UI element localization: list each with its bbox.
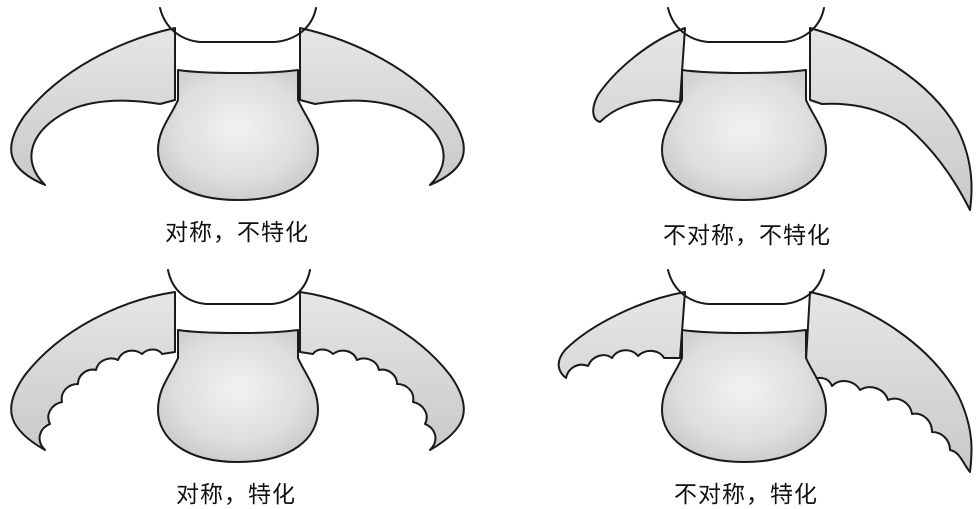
body xyxy=(662,70,826,200)
neck xyxy=(168,270,310,304)
neck xyxy=(160,8,316,42)
neck xyxy=(668,8,824,42)
neck xyxy=(668,270,824,304)
body xyxy=(158,330,318,462)
body xyxy=(158,70,318,200)
caption-top-right: 不对称，不特化 xyxy=(663,216,831,250)
panel-top-right xyxy=(593,8,971,210)
caption-top-left: 对称，不特化 xyxy=(165,213,309,247)
panel-bottom-left xyxy=(11,270,464,462)
panel-top-left xyxy=(11,8,464,200)
panel-bottom-right xyxy=(559,270,972,472)
body xyxy=(662,330,826,462)
